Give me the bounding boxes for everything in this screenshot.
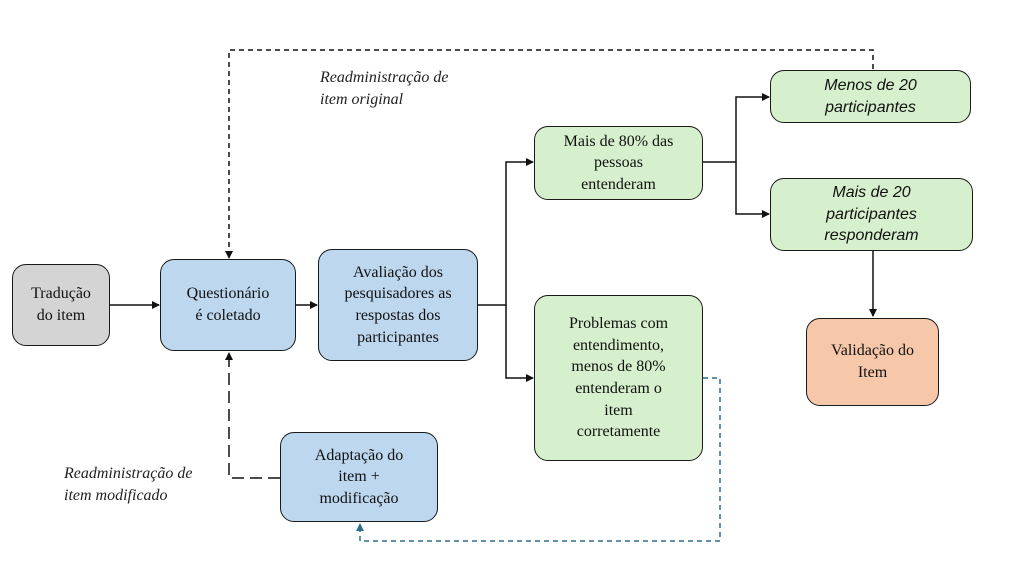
label-readmin-original: Readministração de item original (320, 69, 449, 108)
node-mais80: Mais de 80% das pessoas entenderam (534, 126, 703, 200)
arrow-avaliacao-mais80 (478, 158, 534, 306)
arrow-avaliacao-problemas (505, 305, 534, 382)
node-problemas: Problemas com entendimento, menos de 80%… (534, 295, 703, 461)
node-validacao: Validação do Item (806, 318, 939, 406)
node-avaliacao: Avaliação dos pesquisadores as respostas… (318, 249, 478, 361)
node-menos20: Menos de 20 participantes (770, 70, 971, 123)
arrow-mais80-menos20 (703, 93, 770, 163)
node-mais20: Mais de 20 participantes responderam (770, 178, 973, 251)
label-readmin-modificado: Readministração de item modificado (64, 465, 193, 504)
dashed-readmin-modificado (225, 352, 280, 479)
node-questionario: Questionário é coletado (160, 259, 296, 351)
dashed-problemas-adaptacao (356, 377, 721, 542)
dashed-readmin-original (225, 49, 874, 259)
node-adaptacao: Adaptação do item + modificação (280, 432, 438, 522)
node-traducao: Tradução do item (12, 264, 110, 346)
arrow-mais80-mais20 (735, 162, 770, 218)
